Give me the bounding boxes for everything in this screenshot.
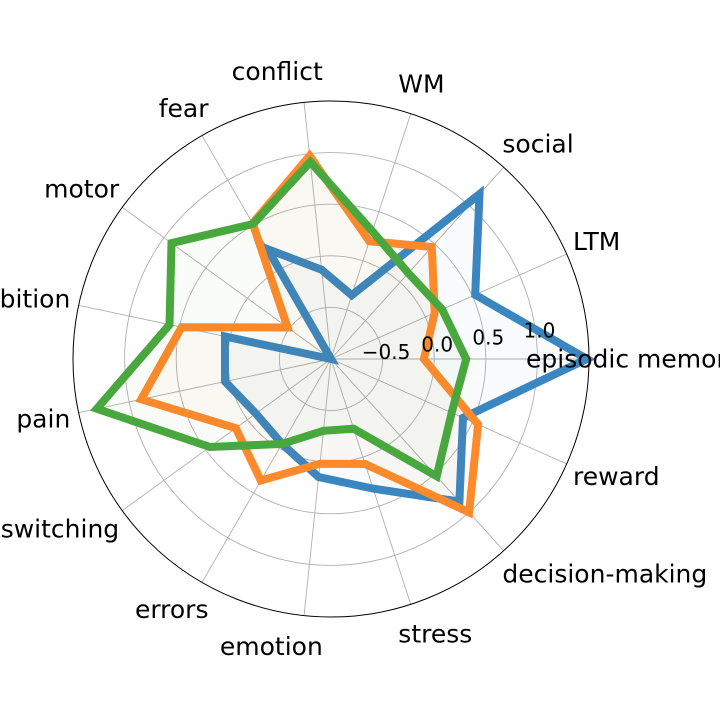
- category-label: reward: [573, 462, 660, 491]
- category-label: motor: [44, 175, 120, 204]
- series-line-1: [135, 149, 483, 519]
- category-label: pain: [16, 405, 70, 434]
- spoke-1: [330, 253, 567, 360]
- series-layer: [89, 149, 596, 519]
- category-label: conflict: [232, 57, 323, 86]
- category-label: episodic memory: [526, 345, 720, 374]
- category-label: social: [502, 130, 573, 159]
- radial-tick-labels: −0.5 0.0 0.5 1.0: [362, 318, 555, 364]
- category-label: emotion: [220, 632, 323, 661]
- series-line-2: [89, 155, 471, 483]
- spoke-4: [303, 102, 332, 360]
- radial-tick-label: −0.5: [362, 340, 411, 364]
- radial-tick-label: 0.0: [421, 333, 453, 357]
- spoke-3: [330, 113, 412, 360]
- category-label: LTM: [573, 227, 620, 256]
- category-label: inhibition: [0, 284, 70, 313]
- spoke-6: [122, 206, 332, 360]
- spoke-13: [330, 358, 504, 552]
- spoke-8: [78, 358, 332, 414]
- category-labels: episodic memory LTM social WM conflict fear mo…: [0, 57, 720, 661]
- spoke-12: [330, 358, 412, 605]
- category-label: WM: [398, 70, 444, 99]
- category-label: decision-making: [502, 559, 707, 588]
- category-label: fear: [159, 94, 210, 123]
- radial-tick-label: 0.5: [472, 326, 504, 350]
- category-label: switching: [1, 514, 119, 543]
- category-label: stress: [398, 619, 472, 648]
- radial-tick-label: 1.0: [523, 318, 555, 342]
- spoke-11: [303, 358, 332, 616]
- spoke-10: [201, 358, 332, 583]
- spoke-9: [122, 358, 332, 512]
- category-label: errors: [135, 595, 209, 624]
